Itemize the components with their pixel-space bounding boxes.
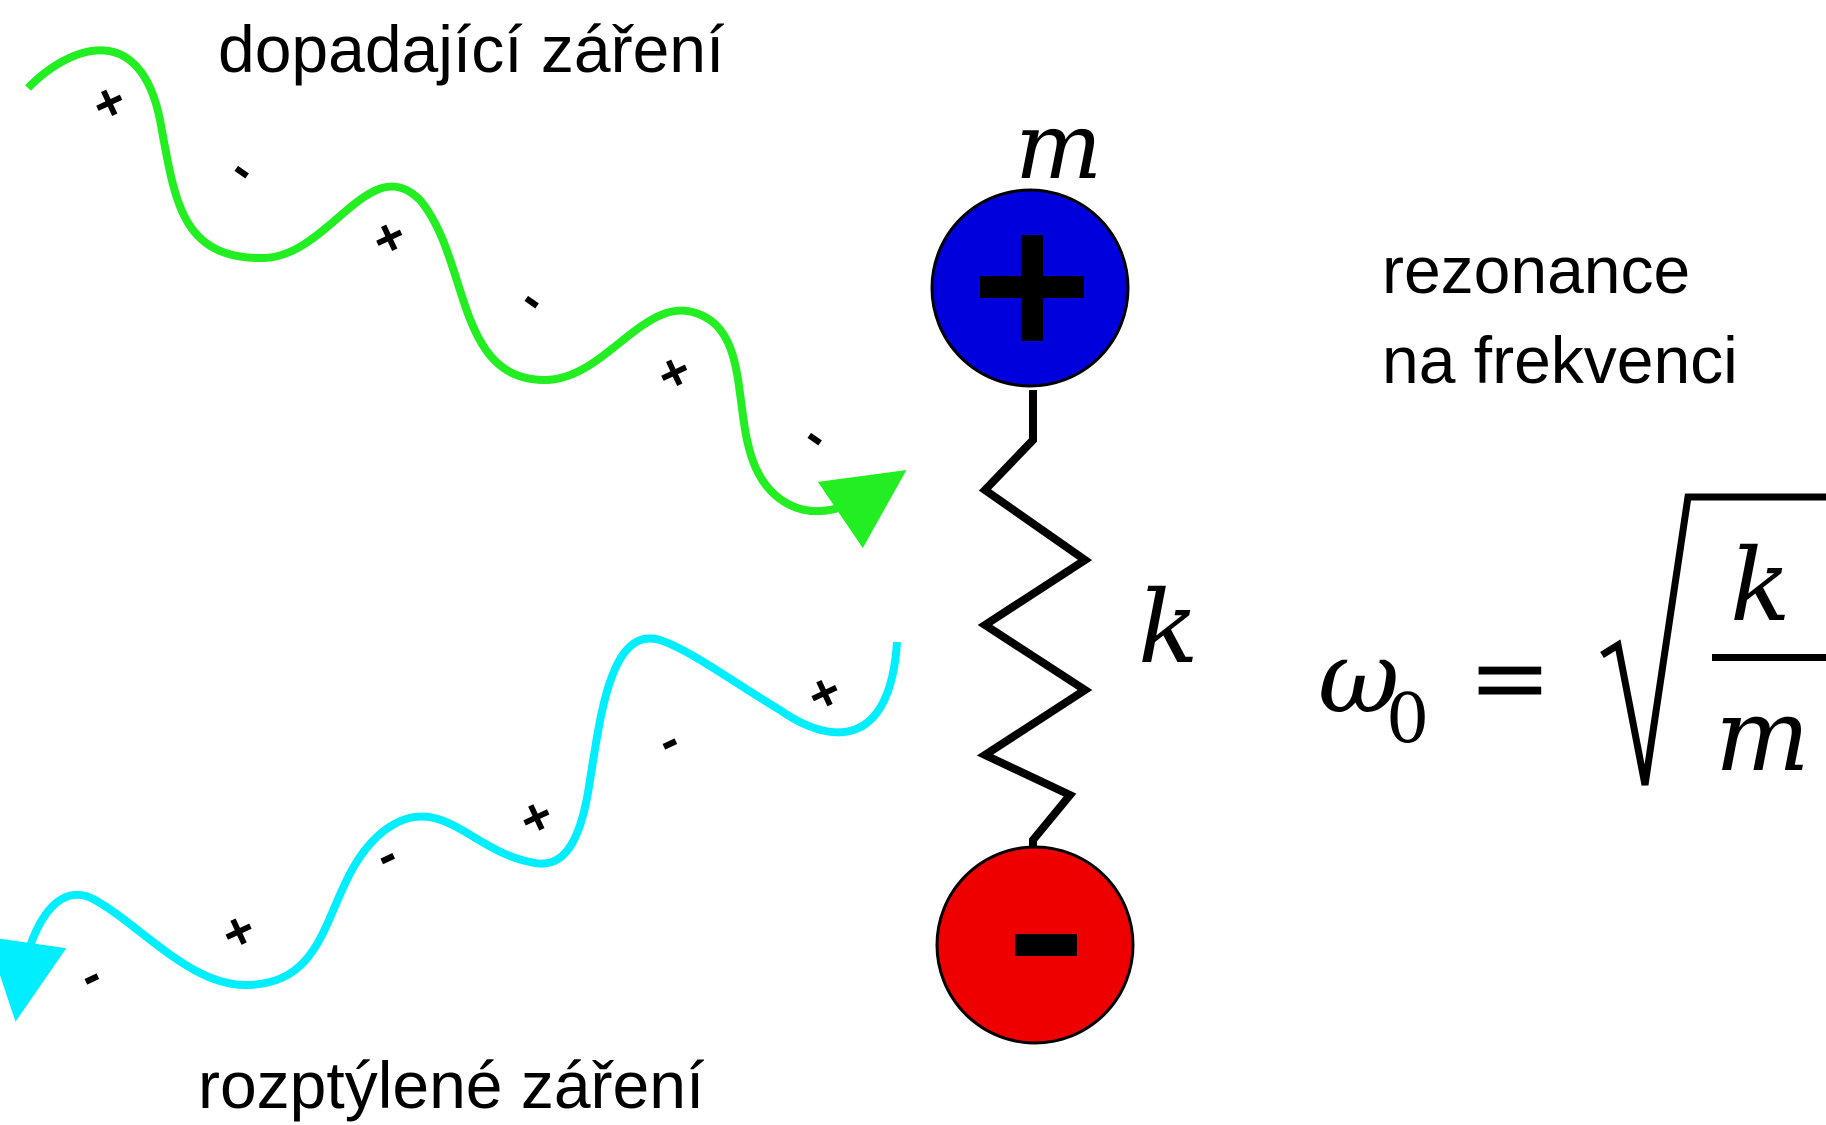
- incident-sign-4: -: [510, 271, 557, 328]
- resonance-label-line1: rezonance: [1382, 233, 1690, 307]
- incident-wave: [25, 46, 907, 549]
- resonance-formula: ω 0 = k m: [1318, 493, 1826, 794]
- scattered-sign-6: -: [70, 946, 110, 1006]
- mass-label: m: [1015, 93, 1102, 200]
- incident-sign-5: +: [648, 340, 700, 405]
- formula-denominator: m: [1715, 677, 1810, 794]
- formula-subscript: 0: [1386, 680, 1429, 759]
- formula-fraction-bar: [1712, 654, 1826, 661]
- spring-constant-label: k: [1138, 569, 1199, 686]
- incident-sign-1: +: [83, 70, 135, 135]
- scattered-sign-1: +: [799, 661, 851, 726]
- resonance-label-line2: na frekvenci: [1382, 323, 1738, 397]
- scattered-sign-4: -: [366, 825, 406, 885]
- scattered-sign-2: -: [648, 711, 688, 771]
- spring: [976, 390, 1093, 880]
- formula-sqrt-sign: [1600, 493, 1826, 786]
- scattered-sign-5: +: [213, 899, 265, 964]
- formula-equals: =: [1468, 619, 1552, 736]
- incident-sign-6: -: [793, 408, 840, 465]
- incident-sign-3: +: [363, 205, 415, 270]
- formula-omega: ω: [1318, 619, 1400, 736]
- incident-radiation-label: dopadající záření: [218, 12, 725, 86]
- formula-numerator: k: [1730, 527, 1791, 644]
- scattered-radiation-label: rozptýlené záření: [198, 1048, 705, 1122]
- minus-sign: [1015, 934, 1077, 956]
- scattered-sign-3: +: [510, 785, 562, 850]
- incident-sign-2: -: [220, 141, 267, 198]
- scattered-wave: [0, 634, 901, 1022]
- plus-sign-vertical: [1021, 235, 1043, 341]
